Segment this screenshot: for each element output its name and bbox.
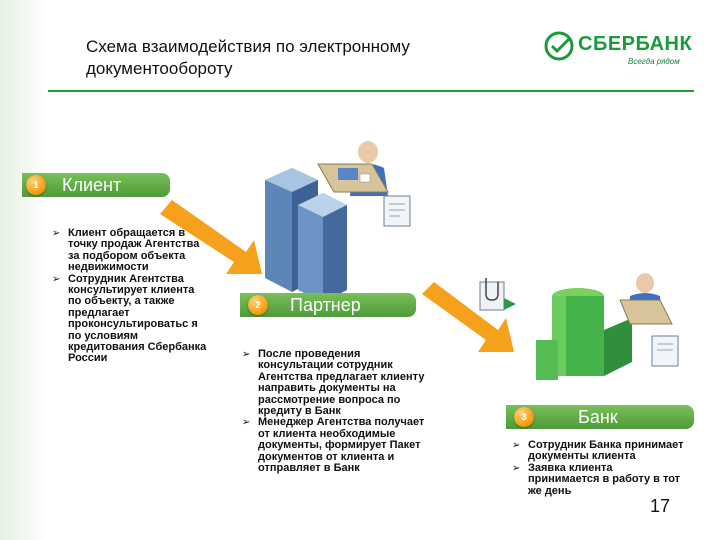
list-item: Менеджер Агентства получает от клиента н… xyxy=(242,417,438,474)
step-3-header xyxy=(506,405,694,429)
logo-name: СБЕРБАНК xyxy=(578,33,693,55)
document-icon-bank xyxy=(651,335,679,367)
step-3-label: Банк xyxy=(578,407,618,427)
step-1-number: 1 xyxy=(26,175,46,195)
attachment-icon xyxy=(479,278,516,311)
list-item: Заявка клиента принимается в работу в то… xyxy=(512,462,684,497)
list-item: Сотрудник Агентства консультирует клиент… xyxy=(52,273,210,365)
step-2-label: Партнер xyxy=(290,295,361,315)
step-1-label: Клиент xyxy=(62,175,122,195)
sberbank-logo: СБЕРБАНК Всегда рядом xyxy=(540,27,700,73)
logo-slogan: Всегда рядом xyxy=(628,57,680,66)
step-2-header xyxy=(240,293,416,317)
left-gradient-bar xyxy=(0,0,48,540)
list-item: После проведения консультации сотрудник … xyxy=(242,348,438,417)
step-2-bullets: После проведения консультации сотрудник … xyxy=(242,348,438,474)
server-towers-icon xyxy=(265,168,347,302)
person-at-desk-icon-bank xyxy=(619,273,673,325)
step-1-header xyxy=(22,173,170,197)
sberbank-logo-icon xyxy=(544,31,574,61)
person-at-desk-icon xyxy=(317,141,389,196)
title-divider xyxy=(48,90,694,92)
flow-arrow-icon xyxy=(160,200,262,274)
bank-building-icon xyxy=(536,288,632,380)
step-1-bullets: Клиент обращается в точку продаж Агентст… xyxy=(52,227,210,365)
slide-title: Схема взаимодействия по электронному док… xyxy=(86,37,410,78)
step-3-number: 3 xyxy=(514,407,534,427)
flow-arrow-icon-2 xyxy=(422,282,514,352)
document-icon xyxy=(383,195,411,227)
list-item: Клиент обращается в точку продаж Агентст… xyxy=(52,227,210,274)
step-3-bullets: Сотрудник Банка принимает документы клие… xyxy=(512,439,684,497)
step-2-number: 2 xyxy=(248,295,268,315)
list-item: Сотрудник Банка принимает документы клие… xyxy=(512,439,684,463)
page-number: 17 xyxy=(650,496,671,516)
